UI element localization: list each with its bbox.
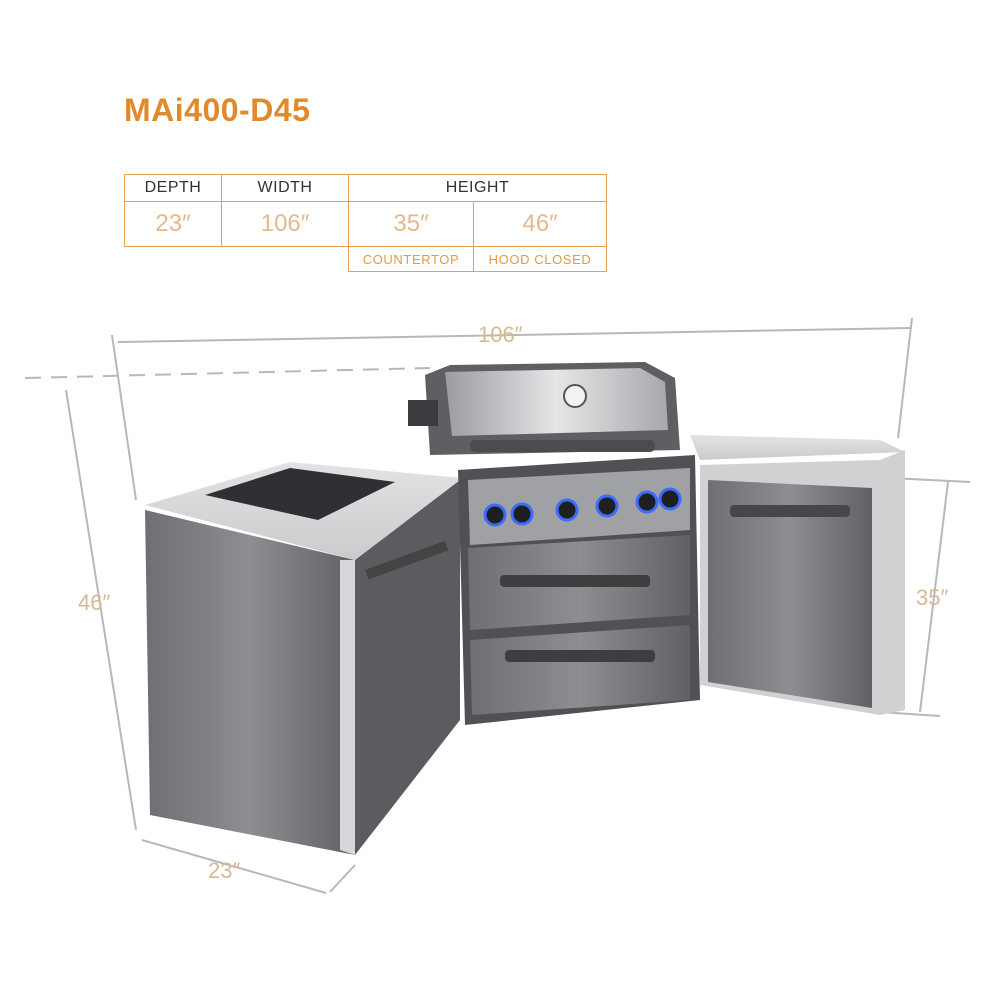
spec-value-height-hood-closed: 46″ <box>473 201 607 247</box>
spec-header-height: HEIGHT <box>348 174 607 202</box>
rotisserie-motor <box>408 400 438 426</box>
thermometer-icon <box>563 384 587 408</box>
knob-icon <box>635 490 659 514</box>
dimension-height-total-label: 46″ <box>78 590 111 615</box>
spec-value-depth: 23″ <box>124 201 222 247</box>
spec-table: DEPTH WIDTH HEIGHT 23″ 106″ 35″ 46″ COUN… <box>124 174 607 272</box>
model-title: MAi400-D45 <box>124 92 311 128</box>
dimension-width-label: 106″ <box>478 322 523 347</box>
knob-icon <box>483 503 507 527</box>
right-door-handle <box>730 505 850 517</box>
grill-hood <box>408 362 680 455</box>
spec-value-height-countertop: 35″ <box>348 201 474 247</box>
dimension-depth-label: 23″ <box>208 858 241 883</box>
hood-handle <box>470 440 655 452</box>
control-knobs <box>483 487 682 527</box>
spec-sub-countertop: COUNTERTOP <box>348 246 474 272</box>
spec-sub-hood-closed: HOOD CLOSED <box>473 246 607 272</box>
side-burner-cover <box>205 468 395 520</box>
grill-base <box>458 455 700 725</box>
lower-drawer-handle <box>505 650 655 662</box>
lower-drawer <box>470 625 690 715</box>
dimension-height-counter-label: 35″ <box>916 585 949 610</box>
knob-icon <box>595 494 619 518</box>
upper-drawer-handle <box>500 575 650 587</box>
dimension-lines <box>24 317 971 894</box>
spec-header-width: WIDTH <box>221 174 349 202</box>
knob-icon <box>510 502 534 526</box>
left-cabinet-handle <box>365 540 449 580</box>
knob-icon <box>658 487 682 511</box>
left-cabinet <box>145 462 462 855</box>
right-cabinet <box>690 435 905 715</box>
control-panel <box>468 468 690 545</box>
spec-header-depth: DEPTH <box>124 174 222 202</box>
knob-icon <box>555 498 579 522</box>
